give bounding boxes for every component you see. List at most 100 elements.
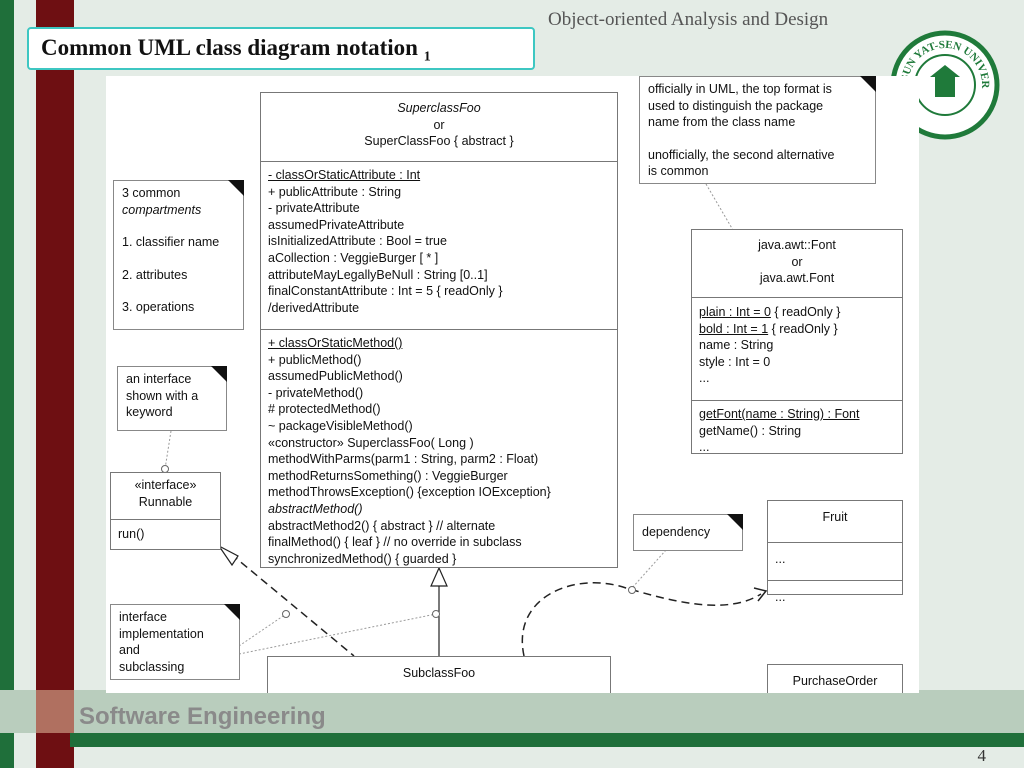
superclass-name: SuperclassFoo	[397, 101, 481, 115]
attribute-row: attributeMayLegallyBeNull : String [0..1…	[268, 267, 488, 282]
operation-row: ~ packageVisibleMethod()	[268, 418, 413, 433]
note-line: interface	[119, 610, 167, 624]
note-line: keyword	[126, 405, 173, 420]
purchase-order-class-box: PurchaseOrder	[767, 664, 903, 693]
interface-operations: run()	[111, 519, 220, 545]
font-class-name: java.awt.Font	[759, 271, 835, 286]
subclass-foo-box: SubclassFoo	[267, 656, 611, 693]
font-or: or	[791, 254, 803, 269]
runnable-interface-box: «interface» Runnable run()	[110, 472, 221, 550]
attribute-row: /derivedAttribute	[268, 300, 360, 315]
attribute-row: isInitializedAttribute : Bool = true	[268, 234, 447, 249]
attribute-row: plain : Int = 0 { readOnly }	[699, 304, 895, 321]
note-line: implementation	[119, 626, 204, 641]
superclass-name-compartment: SuperclassFoo or SuperClassFoo { abstrac…	[261, 93, 617, 161]
note-line: 3. operations	[122, 300, 195, 315]
java-awt-font-box: java.awt::Font or java.awt.Font plain : …	[691, 229, 903, 454]
superclass-foo-box: SuperclassFoo or SuperClassFoo { abstrac…	[260, 92, 618, 568]
font-attributes: plain : Int = 0 { readOnly } bold : Int …	[692, 297, 902, 400]
footer-accent-block	[36, 690, 74, 733]
footer-title: Software Engineering	[79, 703, 326, 730]
attribute-name: bold : Int = 1	[699, 321, 769, 336]
attribute-constraint: { readOnly }	[768, 321, 838, 336]
operation-row: + publicMethod()	[268, 352, 362, 367]
operation-row: abstractMethod2() { abstract } // altern…	[268, 518, 496, 533]
attribute-row: style : Int = 0	[699, 354, 771, 369]
uml-diagram: SuperclassFoo or SuperClassFoo { abstrac…	[106, 76, 919, 693]
university-logo: SUN YAT-SEN UNIVERSITY	[886, 21, 1000, 140]
note-line: unofficially, the second alternative	[648, 147, 835, 162]
operation-row: + classOrStaticMethod()	[268, 336, 403, 350]
operation-row: getName() : String	[699, 423, 802, 438]
note-interface-keyword: an interface shown with a keyword	[117, 366, 227, 431]
attribute-row: aCollection : VeggieBurger [ * ]	[268, 250, 439, 265]
attribute-row: - classOrStaticAttribute : Int	[268, 168, 421, 182]
purchase-order-name-compartment: PurchaseOrder	[768, 665, 902, 692]
note-line: name from the class name	[648, 115, 796, 130]
footer-band	[0, 690, 1024, 733]
slide-title-text: Common UML class diagram notation	[41, 35, 418, 60]
fruit-attributes: ...	[768, 542, 902, 580]
attribute-row: name : String	[699, 338, 774, 353]
operation-row: ...	[699, 440, 710, 455]
operation-row: finalMethod() { leaf } // no override in…	[268, 535, 522, 550]
font-operations: getFont(name : String) : Font getName() …	[692, 400, 902, 458]
operation-row: # protectedMethod()	[268, 402, 381, 417]
superclass-attributes: - classOrStaticAttribute : Int + publicA…	[261, 161, 617, 329]
font-package-name: java.awt::Font	[758, 238, 836, 252]
subclass-name: SubclassFoo	[402, 666, 476, 680]
attribute-row: assumedPrivateAttribute	[268, 217, 405, 232]
superclass-operations: + classOrStaticMethod() + publicMethod()…	[261, 329, 617, 569]
operation-row: «constructor» SuperclassFoo( Long )	[268, 435, 474, 450]
operation-row: - privateMethod()	[268, 385, 364, 400]
interface-name: Runnable	[138, 494, 193, 509]
note-line: 1. classifier name	[122, 235, 220, 250]
note-line: subclassing	[119, 659, 185, 674]
superclass-or: or	[433, 117, 445, 132]
note-line: compartments	[122, 202, 202, 217]
left-maroon-stripe	[36, 0, 74, 768]
operation-row: assumedPublicMethod()	[268, 369, 403, 384]
note-line: dependency	[642, 525, 711, 539]
note-line: used to distinguish the package	[648, 98, 824, 113]
course-title: Object-oriented Analysis and Design	[548, 9, 829, 30]
logo-seal-icon: SUN YAT-SEN UNIVERSITY	[886, 21, 1000, 140]
operation-row: methodReturnsSomething() : VeggieBurger	[268, 468, 508, 483]
fruit-class-box: Fruit ... ...	[767, 500, 903, 604]
note-interface-implementation: interface implementation and subclassing	[110, 604, 240, 680]
slide-title: Common UML class diagram notation 1	[27, 27, 535, 70]
fruit-name-compartment: Fruit	[768, 501, 902, 542]
note-package-format: officially in UML, the top format is use…	[639, 76, 876, 184]
footer-green-bar	[70, 733, 1024, 747]
superclass-abstract-name: SuperClassFoo { abstract }	[364, 134, 514, 149]
operation-row: getFont(name : String) : Font	[699, 407, 860, 421]
note-line: an interface	[126, 372, 192, 386]
note-line: 3 common	[122, 186, 181, 200]
operation-row: methodWithParms(parm1 : String, parm2 : …	[268, 452, 539, 467]
note-line: shown with a	[126, 388, 199, 403]
attribute-row: finalConstantAttribute : Int = 5 { readO…	[268, 284, 503, 299]
interface-name-compartment: «interface» Runnable	[111, 473, 220, 519]
attribute-row: ...	[775, 552, 786, 566]
attribute-row: ...	[699, 371, 710, 386]
page-number: 4	[977, 746, 987, 765]
interface-keyword: «interface»	[134, 478, 197, 492]
left-green-stripe	[0, 0, 14, 768]
attribute-row: - privateAttribute	[268, 201, 360, 216]
slide-title-subscript: 1	[423, 49, 431, 65]
note-dependency: dependency	[633, 514, 743, 551]
fruit-operations: ...	[768, 580, 902, 608]
left-light-stripe	[14, 0, 36, 768]
fruit-name: Fruit	[822, 510, 848, 524]
operation-row: methodThrowsException() {exception IOExc…	[268, 485, 551, 500]
note-line: is common	[648, 164, 709, 179]
note-line: officially in UML, the top format is	[648, 82, 832, 96]
subclass-name-compartment: SubclassFoo	[268, 657, 610, 693]
attribute-name: plain : Int = 0	[699, 305, 771, 319]
note-line: and	[119, 643, 140, 658]
operation-row: run()	[118, 527, 145, 541]
attribute-row: + publicAttribute : String	[268, 184, 402, 199]
operation-row: ...	[775, 590, 786, 604]
note-compartments: 3 common compartments 1. classifier name…	[113, 180, 244, 330]
purchase-order-name: PurchaseOrder	[792, 674, 878, 688]
